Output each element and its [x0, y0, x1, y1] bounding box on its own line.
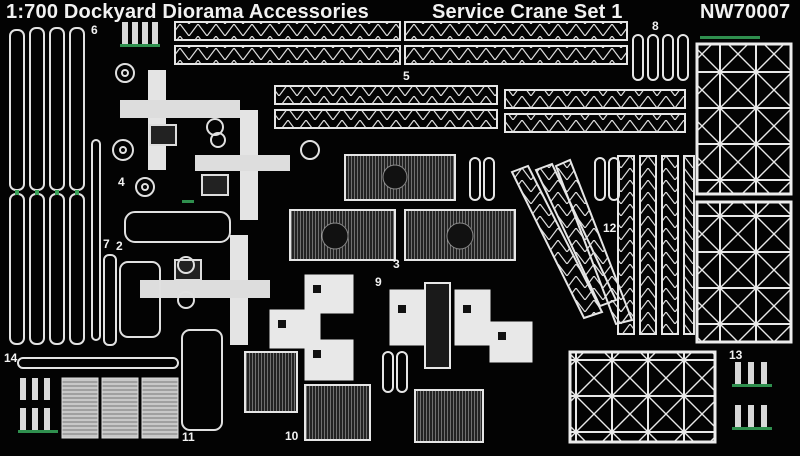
part-number-10: 10: [285, 429, 299, 443]
cab-parts-9: [269, 274, 533, 381]
part-number-6: 6: [91, 23, 98, 37]
part-number-13: 13: [729, 348, 743, 362]
part-number-12: 12: [603, 221, 617, 235]
part-number-8: 8: [652, 19, 659, 33]
crane-base-parts: [120, 70, 290, 345]
hatch-boxes-10: [61, 351, 484, 443]
figure-parts: [20, 22, 767, 430]
product-code: NW70007: [700, 1, 791, 23]
sprue-tabs: [18, 36, 772, 433]
track-frames-2: [119, 211, 231, 431]
set-name: Service Crane Set 1: [432, 1, 623, 23]
part-number-11: 11: [182, 430, 195, 444]
part-number-2: 2: [116, 239, 123, 253]
hook-parts-8: [382, 34, 689, 393]
part-number-4: 4: [118, 175, 125, 189]
part-number-14: 14: [4, 351, 18, 365]
crane-deck-3: [289, 154, 516, 261]
part-number-7: 7: [103, 237, 110, 251]
wheel-clusters-4: [112, 63, 320, 309]
tower-panels: [568, 42, 793, 444]
strip-parts-6: [9, 27, 117, 346]
sheet-title: 1:700 Dockyard Diorama Accessories: [6, 1, 369, 23]
part-number-3: 3: [393, 257, 400, 271]
part-number-5: 5: [403, 69, 410, 83]
bar-part-14: [17, 357, 179, 369]
jib-sections-12: [510, 155, 695, 335]
boom-lattice-5: [174, 21, 686, 133]
part-number-9: 9: [375, 275, 382, 289]
